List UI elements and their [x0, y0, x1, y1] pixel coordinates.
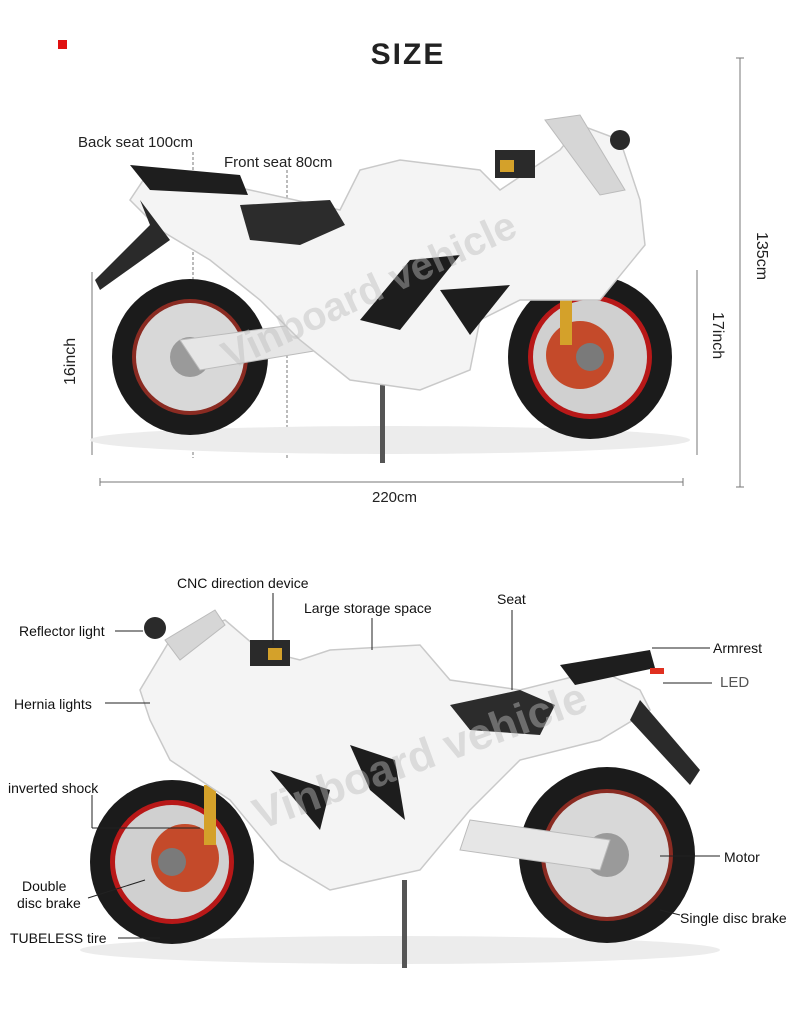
- armrest-label: Armrest: [713, 640, 762, 656]
- reflector-label: Reflector light: [19, 623, 105, 639]
- shock-label: inverted shock: [8, 780, 99, 796]
- motor-label: Motor: [724, 849, 760, 865]
- double-brake-label-2: disc brake: [17, 895, 81, 911]
- led-label: LED: [720, 674, 750, 691]
- red-marker: [58, 40, 67, 49]
- page-title: SIZE: [370, 38, 446, 71]
- callout-lines: [87, 593, 720, 939]
- seat-label: Seat: [497, 591, 526, 607]
- length-label: 220cm: [372, 489, 418, 506]
- front-wheel-label: 17inch: [709, 312, 726, 360]
- bottom-motorcycle: [80, 609, 720, 968]
- tire-label: TUBELESS tire: [10, 930, 107, 946]
- front-seat-label: Front seat 80cm: [224, 154, 333, 171]
- rear-wheel-label: 16inch: [62, 337, 79, 385]
- top-motorcycle: [90, 114, 690, 463]
- cnc-label: CNC direction device: [177, 575, 309, 591]
- height-label: 135cm: [753, 232, 770, 281]
- storage-label: Large storage space: [304, 600, 432, 616]
- back-seat-label: Back seat 100cm: [78, 134, 194, 151]
- single-brake-label: Single disc brake: [680, 910, 787, 926]
- hernia-label: Hernia lights: [14, 696, 92, 712]
- double-brake-label-1: Double: [22, 878, 67, 894]
